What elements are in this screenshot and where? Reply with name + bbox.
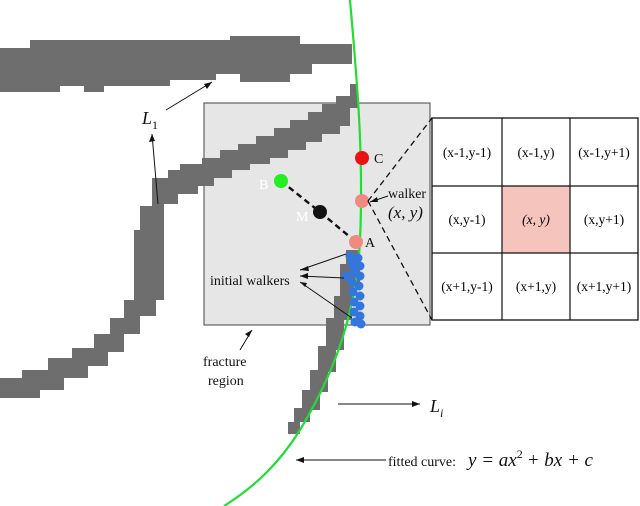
grid-cell-r2c2: (x+1,y+1) (577, 279, 632, 294)
arrowhead-l1-top (204, 82, 212, 89)
label-point-c: C (374, 152, 383, 167)
line-l1-diagonal (152, 84, 358, 214)
grid-cell-r2c1: (x+1,y) (516, 279, 556, 294)
label-fracture-2: region (208, 374, 244, 389)
arrowhead-walker-a (300, 266, 309, 271)
projection-line-top (367, 117, 433, 202)
label-fracture-1: fracture (203, 355, 247, 370)
point-walker (355, 194, 369, 208)
label-point-m: M (296, 210, 309, 225)
arrowhead-walker-label (370, 197, 378, 202)
label-li: Li (429, 396, 443, 420)
fitted-curve (223, 0, 363, 506)
label-point-b: B (259, 178, 268, 193)
grid-cell-r0c0: (x-1,y-1) (443, 145, 491, 160)
eq-rest: = ax (481, 450, 517, 471)
eq-tail: + bx + c (527, 450, 594, 471)
label-fitted-equation: y = ax2 + bx + c (466, 447, 594, 471)
grid-cell-r1c1: (x, y) (522, 212, 550, 227)
arrowhead-walker-c (300, 282, 307, 287)
label-l1-main: L (141, 108, 152, 128)
grid-outline (431, 117, 639, 321)
arrow-l1-top (165, 81, 213, 111)
eq-exp: 2 (517, 447, 523, 461)
label-walker-coord: (x, y) (388, 203, 423, 222)
arrow-walker-c (299, 281, 353, 319)
arrow-l1-diag (151, 133, 159, 205)
line-l1-left-branch (0, 206, 164, 398)
point-a (349, 235, 363, 249)
dashed-ma (319, 211, 357, 243)
eq-y: y (466, 450, 477, 471)
arrowhead-fitted (296, 457, 304, 463)
label-li-sub: i (440, 406, 443, 420)
point-c (355, 151, 369, 165)
label-walker: walker (388, 187, 426, 202)
label-l1-sub: 1 (152, 118, 158, 132)
grid-cell-r1c0: (x,y-1) (448, 212, 485, 227)
line-l1-top-band (0, 36, 352, 92)
initial-walkers-points (341, 251, 366, 329)
projection-line-bottom (367, 200, 433, 321)
grid-cell-r2c0: (x+1,y-1) (441, 279, 492, 294)
label-fitted-curve: fitted curve: (388, 455, 456, 470)
grid-cell-r0c2: (x-1,y+1) (578, 145, 629, 160)
line-li (288, 250, 360, 434)
grid-cell-r0c1: (x-1,y) (517, 145, 554, 160)
point-b (274, 174, 288, 188)
arrowhead-l1-diag (149, 134, 155, 142)
label-li-main: L (429, 396, 440, 416)
dashed-bm (280, 180, 321, 213)
arrowhead-li (412, 401, 420, 407)
arrowhead-fracture (245, 330, 252, 337)
neighbor-grid: (x-1,y-1) (x-1,y) (x-1,y+1) (x,y-1) (x, … (431, 117, 639, 321)
label-l1: L1 (141, 108, 158, 132)
arrowhead-walker-b (300, 273, 308, 279)
grid-cell-r1c2: (x,y+1) (584, 212, 624, 227)
label-point-a: A (365, 236, 376, 251)
label-initial-walkers: initial walkers (210, 274, 290, 289)
label-fitted-prefix: fitted curve: (388, 455, 456, 470)
point-m (313, 205, 327, 219)
grid-center-fill (502, 186, 570, 253)
